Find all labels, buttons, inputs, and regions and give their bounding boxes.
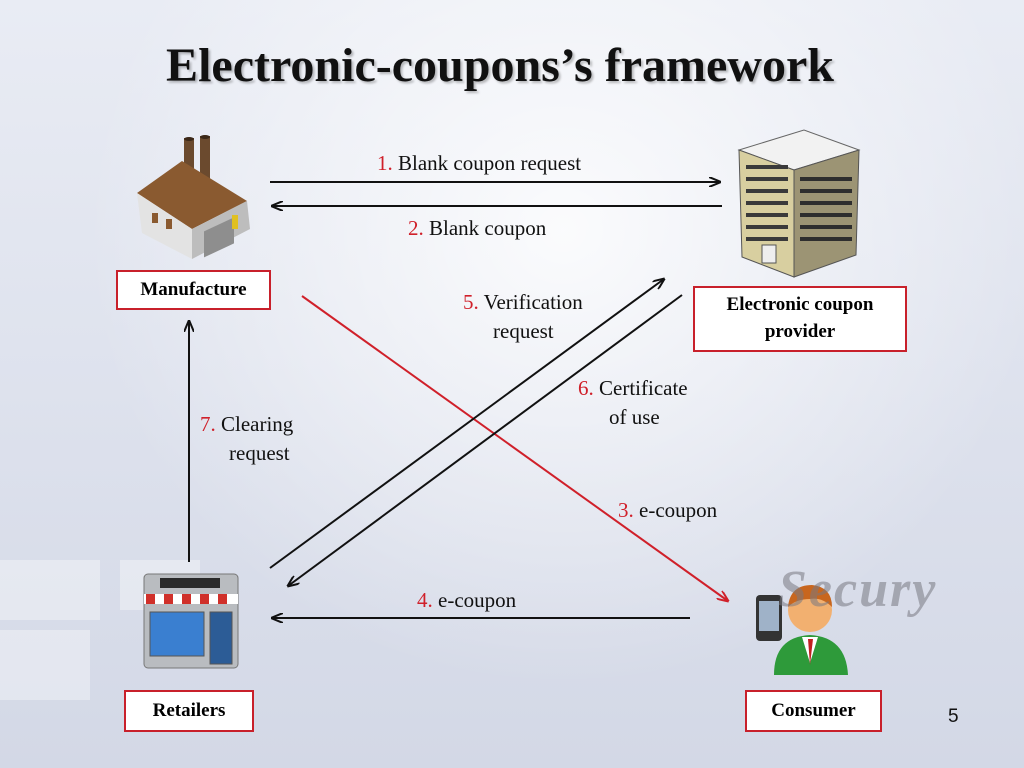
person-with-phone-icon bbox=[756, 585, 848, 675]
step-6-text-line2: of use bbox=[609, 405, 660, 430]
background-tile bbox=[0, 630, 90, 700]
step-6-text: Certificate bbox=[599, 376, 688, 400]
node-manufacture-label: Manufacture bbox=[140, 278, 247, 300]
node-retailers: Retailers bbox=[124, 690, 254, 732]
step-1-label: 1. Blank coupon request bbox=[377, 149, 581, 178]
step-3-text: e-coupon bbox=[639, 498, 718, 522]
step-6-label: 6. Certificate of use bbox=[578, 374, 688, 433]
step-2-number: 2. bbox=[408, 216, 424, 240]
step-5-label: 5. Verification request bbox=[463, 288, 583, 347]
node-provider-label-line2: provider bbox=[764, 321, 836, 342]
arrow-step-5 bbox=[269, 279, 664, 569]
watermark-logo: Secury bbox=[778, 561, 938, 618]
node-consumer-label: Consumer bbox=[771, 699, 856, 721]
page-number: 5 bbox=[948, 706, 959, 727]
step-7-text: Clearing bbox=[221, 412, 294, 436]
factory-icon bbox=[137, 135, 250, 259]
step-1-number: 1. bbox=[377, 151, 393, 175]
step-7-number: 7. bbox=[200, 412, 216, 436]
node-consumer: Consumer bbox=[745, 690, 882, 732]
step-5-number: 5. bbox=[463, 290, 479, 314]
step-3-number: 3. bbox=[618, 498, 634, 522]
step-4-number: 4. bbox=[417, 588, 433, 612]
node-manufacture: Manufacture bbox=[116, 270, 271, 310]
arrow-step-6 bbox=[288, 294, 683, 586]
slide-title: Electronic-coupons’s framework bbox=[166, 39, 834, 92]
step-1-text: Blank coupon request bbox=[398, 151, 582, 175]
step-7-label: 7. Clearing request bbox=[200, 410, 293, 469]
step-3-label: 3. e-coupon bbox=[618, 496, 717, 525]
step-4-text: e-coupon bbox=[438, 588, 517, 612]
step-5-text: Verification bbox=[483, 290, 583, 314]
step-2-text: Blank coupon bbox=[429, 216, 547, 240]
step-5-text-line2: request bbox=[493, 319, 554, 344]
node-provider-label-line1: Electronic coupon bbox=[726, 294, 874, 316]
step-6-number: 6. bbox=[578, 376, 594, 400]
shop-icon bbox=[143, 573, 239, 669]
office-building-icon bbox=[737, 129, 861, 278]
node-provider: Electronic coupon provider bbox=[693, 286, 907, 352]
step-7-text-line2: request bbox=[229, 441, 290, 466]
step-4-label: 4. e-coupon bbox=[417, 586, 516, 615]
background-tile bbox=[0, 560, 100, 620]
node-retailers-label: Retailers bbox=[152, 699, 226, 721]
arrow-step-3 bbox=[301, 295, 728, 601]
step-2-label: 2. Blank coupon bbox=[408, 214, 546, 243]
